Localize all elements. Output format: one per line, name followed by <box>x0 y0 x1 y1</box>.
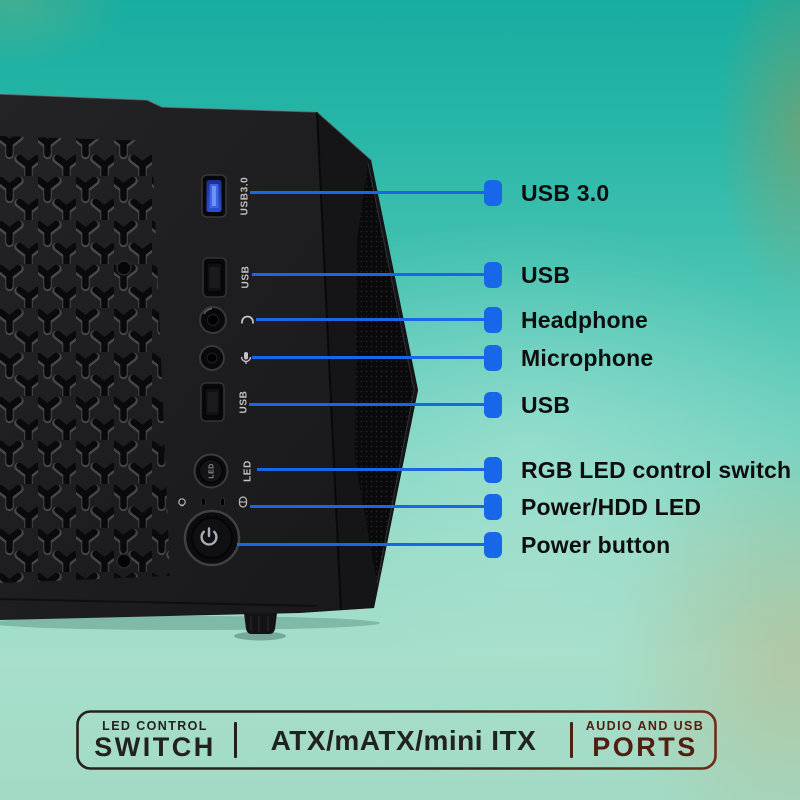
usb-top-label: USB <box>241 266 252 289</box>
callout-label-power-button: Power button <box>521 532 671 558</box>
callout-line-usb30 <box>250 191 486 194</box>
callout-marker-usb30 <box>484 180 502 206</box>
power-icon <box>200 527 218 546</box>
callout-line-led-switch <box>257 468 486 471</box>
callout-marker-usb-top <box>484 262 502 288</box>
power-led-icon <box>178 498 186 507</box>
headphone-jack <box>199 306 227 334</box>
feature-banner: LED CONTROL SWITCH ATX/mATX/mini ITX AUD… <box>76 710 717 770</box>
front-hex-mesh <box>0 136 170 583</box>
svg-text:LED: LED <box>209 463 216 478</box>
banner-led-main: SWITCH <box>94 731 216 762</box>
case-top-edge <box>0 93 318 113</box>
led-slot-1 <box>201 497 206 507</box>
callout-label-headphone: Headphone <box>521 307 649 333</box>
callout-line-power-hdd-led <box>250 505 486 508</box>
callout-label-usb30: USB 3.0 <box>521 180 610 206</box>
edge-mesh-rim <box>367 162 415 584</box>
callout-line-headphone <box>256 318 486 321</box>
led-slot-2 <box>220 497 225 507</box>
bottom-seam <box>0 598 318 607</box>
facet-edge-highlight <box>316 111 372 161</box>
usb3-port <box>201 174 227 218</box>
callout-label-usb-bottom: USB <box>521 392 571 418</box>
callout-line-usb-top <box>252 273 486 276</box>
callout-label-usb-top: USB <box>521 262 571 288</box>
microphone-icon <box>240 352 252 364</box>
callout-marker-usb-bottom <box>484 392 502 418</box>
banner-section-ports: AUDIO AND USB PORTS <box>573 710 717 770</box>
callout-marker-power-hdd-led <box>484 494 502 520</box>
usb-port-top <box>202 257 227 298</box>
facet-seam <box>316 111 342 611</box>
mesh-hole-bottom <box>116 553 132 569</box>
banner-ports-main: PORTS <box>592 731 698 762</box>
mesh-hole-top <box>116 260 132 276</box>
callout-marker-headphone <box>484 307 502 333</box>
banner-section-form-factor: ATX/mATX/mini ITX <box>237 710 570 770</box>
callout-label-microphone: Microphone <box>521 345 654 371</box>
led-switch-label: LED <box>243 460 254 482</box>
case-foot <box>244 613 277 634</box>
banner-form-factor: ATX/mATX/mini ITX <box>270 724 537 756</box>
banner-led-top: LED CONTROL <box>102 718 208 733</box>
callout-label-power-hdd-led: Power/HDD LED <box>521 494 702 520</box>
headphone-icon <box>241 315 254 324</box>
banner-divider-1 <box>234 722 237 758</box>
hdd-led-icon <box>238 496 248 508</box>
case-shadow <box>0 616 380 630</box>
usb3-port-label: USB3.0 <box>240 177 251 216</box>
foot-shadow <box>234 631 286 641</box>
usb-bottom-label: USB <box>239 391 250 414</box>
power-button <box>183 509 241 567</box>
usb-port-bottom <box>200 382 225 422</box>
led-control-button: LED <box>193 453 229 489</box>
case-foot-ribs <box>250 616 269 632</box>
banner-divider-2 <box>570 722 573 758</box>
callout-marker-led-switch <box>484 457 502 483</box>
banner-section-led-switch: LED CONTROL SWITCH <box>76 710 234 770</box>
indicator-leds <box>178 496 248 508</box>
banner-border <box>76 710 717 770</box>
edge-mesh-texture <box>355 163 414 583</box>
banner-ports-top: AUDIO AND USB <box>585 718 705 733</box>
callout-marker-power-button <box>484 532 502 558</box>
microphone-jack <box>199 345 225 371</box>
callout-line-microphone <box>252 356 486 359</box>
callout-marker-microphone <box>484 345 502 371</box>
callout-line-usb-bottom <box>249 403 486 406</box>
callout-line-power-button <box>237 543 486 546</box>
callout-label-led-switch: RGB LED control switch <box>521 457 792 483</box>
